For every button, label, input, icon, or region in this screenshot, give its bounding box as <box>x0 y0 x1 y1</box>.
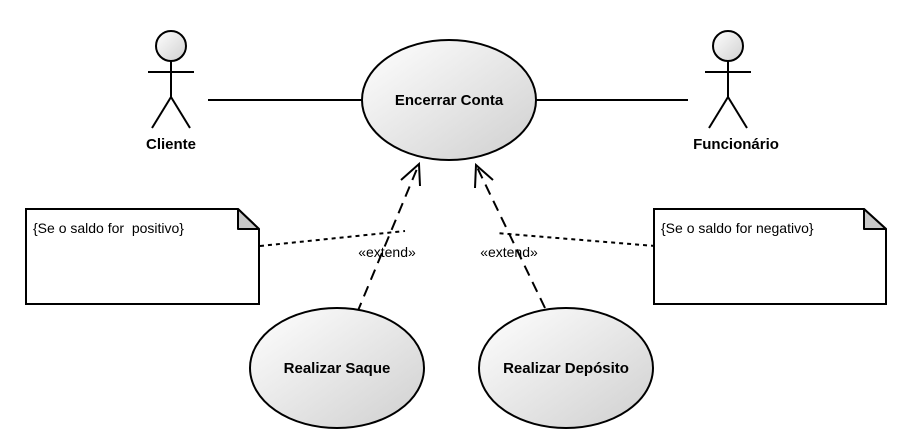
use-case-realizar-saque[interactable]: Realizar Saque <box>249 307 425 429</box>
note-positivo-body <box>25 208 260 305</box>
actor-funcionario[interactable]: Funcionário <box>693 30 779 153</box>
note-negativo-corner <box>863 208 887 230</box>
actor-cliente-right-leg <box>170 96 191 129</box>
actor-funcionario-left-leg <box>708 96 729 129</box>
note-positivo-corner <box>237 208 260 230</box>
note-positivo[interactable]: {Se o saldo for positivo} <box>25 208 260 305</box>
extend-saque: «extend» <box>356 161 421 314</box>
use-case-encerrar-conta-label: Encerrar Conta <box>395 92 504 109</box>
use-case-realizar-deposito-label: Realizar Depósito <box>503 360 629 377</box>
extend-deposito-line <box>475 164 546 309</box>
extend-deposito: «extend» <box>474 162 546 309</box>
note-negativo[interactable]: {Se o saldo for negativo} <box>653 208 887 305</box>
actor-funcionario-right-leg <box>727 96 748 129</box>
extend-deposito-arrowhead <box>474 162 494 189</box>
use-case-encerrar-conta[interactable]: Encerrar Conta <box>361 39 537 161</box>
actor-cliente-head <box>155 30 187 62</box>
actor-cliente-left-leg <box>151 96 172 129</box>
use-case-realizar-deposito[interactable]: Realizar Depósito <box>478 307 654 429</box>
use-case-realizar-saque-label: Realizar Saque <box>284 360 391 377</box>
note-negativo-body <box>653 208 887 305</box>
actor-funcionario-head <box>712 30 744 62</box>
actor-cliente-label: Cliente <box>146 136 196 153</box>
use-case-realizar-deposito-shape <box>478 307 654 429</box>
extend-saque-stereotype: «extend» <box>358 244 416 260</box>
note-negativo-anchor <box>495 232 656 247</box>
actor-cliente[interactable]: Cliente <box>146 30 196 153</box>
actor-funcionario-label: Funcionário <box>693 136 779 153</box>
note-positivo-anchor <box>259 230 406 247</box>
note-negativo-text: {Se o saldo for negativo} <box>661 220 814 236</box>
use-case-encerrar-conta-shape <box>361 39 537 161</box>
extend-saque-arrowhead <box>400 161 421 187</box>
use-case-realizar-saque-shape <box>249 307 425 429</box>
note-positivo-text: {Se o saldo for positivo} <box>33 220 184 236</box>
extend-saque-line <box>356 163 420 314</box>
extend-deposito-stereotype: «extend» <box>480 244 538 260</box>
